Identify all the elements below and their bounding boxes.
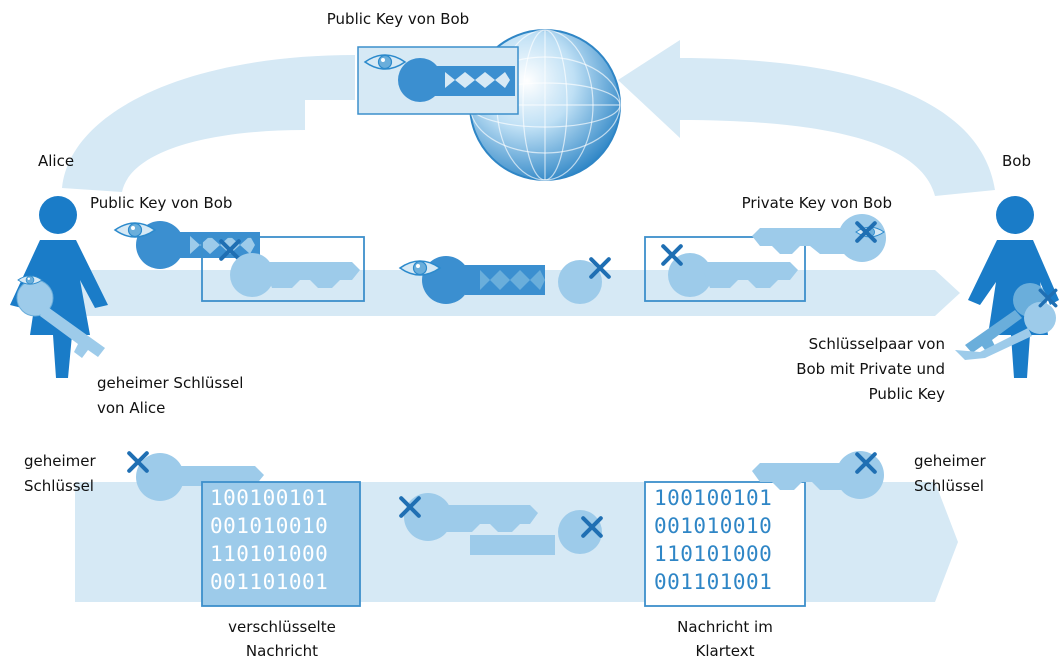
alice-secret-key-icon [16,275,105,358]
bob-keypair-icon [955,283,1058,360]
label-secret-key-alice-line2: von Alice [97,399,165,417]
plain-line: 001101001 [654,570,772,594]
cross-icon [663,246,681,264]
label-plain-line2: Klartext [696,642,755,660]
encrypted-message-box [201,481,361,607]
label-public-key-top: Public Key von Bob [327,10,469,28]
public-key-icon-top [364,54,515,102]
secret-key-middle-icon [401,493,602,555]
encrypted-message-text: 100100101 001010010 110101000 001101001 [210,486,328,594]
encrypted-line: 100100101 [210,486,328,510]
plain-message-text: 100100101 001010010 110101000 001101001 [654,486,772,594]
plain-line: 001010010 [654,514,772,538]
label-keypair-bob-line1: Schlüsselpaar von [809,335,945,353]
public-key-left-icon [114,221,260,269]
secret-key-bottom-left-icon [129,453,264,501]
label-secret-left-line2: Schlüssel [24,477,94,495]
encrypted-line: 001101001 [210,570,328,594]
plain-message-box [644,481,806,607]
label-encrypted-line2: Nachricht [246,642,318,660]
arc-bob-to-globe [618,40,995,196]
encrypted-key-box-left [201,236,365,302]
arc-alice-to-globe [62,55,355,192]
label-public-key-left: Public Key von Bob [90,194,232,212]
private-key-right-icon [752,214,886,262]
label-secret-right-line1: geheimer [914,452,986,470]
label-encrypted-line1: verschlüsselte [228,618,336,636]
encrypted-line: 001010010 [210,514,328,538]
plain-line: 110101000 [654,542,772,566]
bob-person-icon [968,196,1059,378]
encrypted-key-box-right [644,236,806,302]
label-private-key-right: Private Key von Bob [742,194,892,212]
plain-line: 100100101 [654,486,772,510]
label-plain-line1: Nachricht im [677,618,773,636]
label-bob: Bob [1002,152,1031,170]
label-keypair-bob-line2: Bob mit Private und [796,360,945,378]
secret-key-bottom-right-icon [752,451,884,499]
label-alice: Alice [38,152,74,170]
label-secret-key-alice-line1: geheimer Schlüssel [97,374,243,392]
alice-person-icon [10,196,108,378]
label-secret-left-line1: geheimer [24,452,96,470]
keypair-middle-icon [399,256,609,304]
encrypted-line: 110101000 [210,542,328,566]
label-keypair-bob-line3: Public Key [869,385,945,403]
label-secret-right-line2: Schlüssel [914,477,984,495]
public-key-card-top [357,46,519,115]
